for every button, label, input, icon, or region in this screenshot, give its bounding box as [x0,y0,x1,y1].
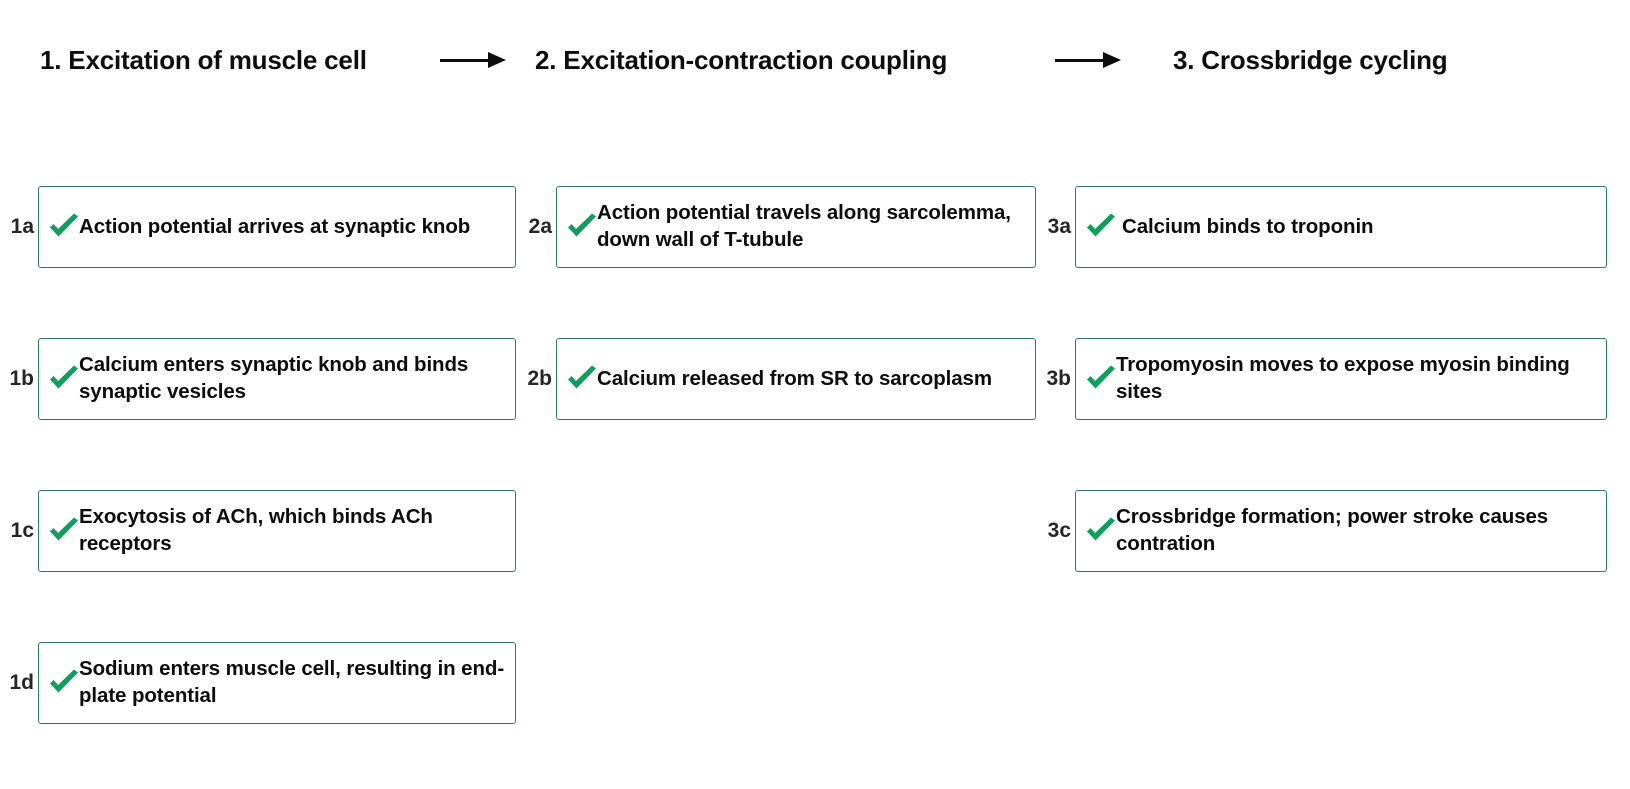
check-icon [47,212,81,242]
step-box-1a[interactable]: Action potential arrives at synaptic kno… [38,186,516,268]
step-label-2b: 2b [527,367,552,390]
check-icon [1084,212,1118,242]
step-label-1a: 1a [10,215,34,238]
header-cell-3: 3. Crossbridge cycling [1130,45,1630,76]
check-icon [47,668,81,698]
check-icon [565,212,599,242]
step-text-1d: Sodium enters muscle cell, resulting in … [79,657,505,707]
step-text-3c: Crossbridge formation; power stroke caus… [1116,505,1549,555]
arrow-2-container [1045,51,1130,69]
step-row-3c[interactable]: 3c Crossbridge formation; power stroke c… [1037,490,1607,572]
header-cell-1: 1. Excitation of muscle cell [0,45,430,76]
step-row-1d[interactable]: 1d Sodium enters muscle cell, resulting … [0,642,516,724]
step-label-1d: 1d [9,671,34,694]
step-label-1b: 1b [9,367,34,390]
step-box-1c[interactable]: Exocytosis of ACh, which binds ACh recep… [38,490,516,572]
step-row-1b[interactable]: 1b Calcium enters synaptic knob and bind… [0,338,516,420]
step-box-3a[interactable]: Calcium binds to troponin [1075,186,1607,268]
step-label-3c: 3c [1047,519,1071,542]
column-heading-1: 1. Excitation of muscle cell [40,44,367,75]
steps-board: 1a Action potential arrives at synaptic … [0,170,1630,770]
step-box-1d[interactable]: Sodium enters muscle cell, resulting in … [38,642,516,724]
step-box-1b[interactable]: Calcium enters synaptic knob and binds s… [38,338,516,420]
column-heading-3: 3. Crossbridge cycling [1173,44,1448,75]
step-text-3a: Calcium binds to troponin [1122,214,1374,238]
step-text-1c: Exocytosis of ACh, which binds ACh recep… [79,505,433,555]
arrow-1-container [430,51,515,69]
right-arrow-icon [1054,51,1121,69]
step-label-1c: 1c [10,519,34,542]
step-row-3b[interactable]: 3b Tropomyosin moves to expose myosin bi… [1037,338,1607,420]
check-icon [1084,364,1118,394]
step-row-3a[interactable]: 3a Calcium binds to troponin [1037,186,1607,268]
step-text-3b: Tropomyosin moves to expose myosin bindi… [1116,353,1570,403]
step-row-2a[interactable]: 2a Action potential travels along sarcol… [518,186,1036,268]
step-row-2b[interactable]: 2b Calcium released from SR to sarcoplas… [518,338,1036,420]
check-icon [47,364,81,394]
step-box-2a[interactable]: Action potential travels along sarcolemm… [556,186,1036,268]
step-box-3c[interactable]: Crossbridge formation; power stroke caus… [1075,490,1607,572]
step-label-3b: 3b [1046,367,1071,390]
step-row-1c[interactable]: 1c Exocytosis of ACh, which binds ACh re… [0,490,516,572]
step-label-2a: 2a [528,215,552,238]
header-cell-2: 2. Excitation-contraction coupling [515,45,1045,76]
step-text-1b: Calcium enters synaptic knob and binds s… [79,353,469,403]
step-label-3a: 3a [1047,215,1071,238]
step-box-2b[interactable]: Calcium released from SR to sarcoplasm [556,338,1036,420]
column-headers-row: 1. Excitation of muscle cell 2. Excitati… [0,30,1630,90]
right-arrow-icon [439,51,506,69]
step-text-1a: Action potential arrives at synaptic kno… [79,214,471,238]
check-icon [565,364,599,394]
column-heading-2: 2. Excitation-contraction coupling [535,44,948,75]
step-row-1a[interactable]: 1a Action potential arrives at synaptic … [0,186,516,268]
step-box-3b[interactable]: Tropomyosin moves to expose myosin bindi… [1075,338,1607,420]
step-text-2b: Calcium released from SR to sarcoplasm [597,366,992,390]
check-icon [47,516,81,546]
step-text-2a: Action potential travels along sarcolemm… [597,201,1011,251]
check-icon [1084,516,1118,546]
